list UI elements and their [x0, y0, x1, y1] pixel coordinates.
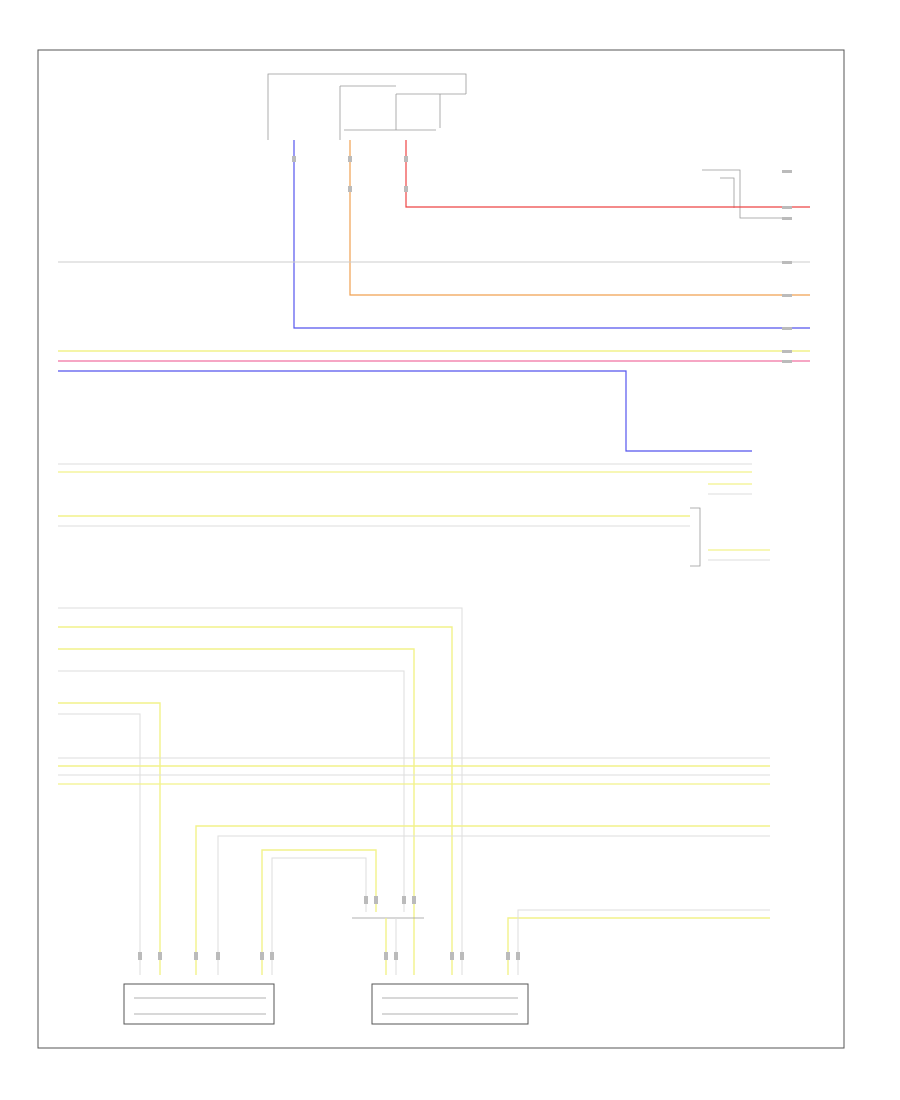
top-fuse-block [267, 73, 467, 140]
wire-bundle [58, 140, 810, 567]
wire-orange [349, 140, 810, 296]
right-connector-pins [702, 169, 790, 219]
pin-markers [138, 156, 520, 960]
wire-red [405, 140, 810, 208]
bottom-connectors [123, 983, 529, 1025]
lower-wire-bundle [58, 607, 770, 975]
wire-blue-top [293, 140, 810, 329]
wire-blue-lower [58, 370, 752, 452]
right-pin-column [782, 170, 792, 363]
connector-left [123, 983, 275, 1025]
diagram-frame [37, 49, 845, 1049]
connector-right [371, 983, 529, 1025]
